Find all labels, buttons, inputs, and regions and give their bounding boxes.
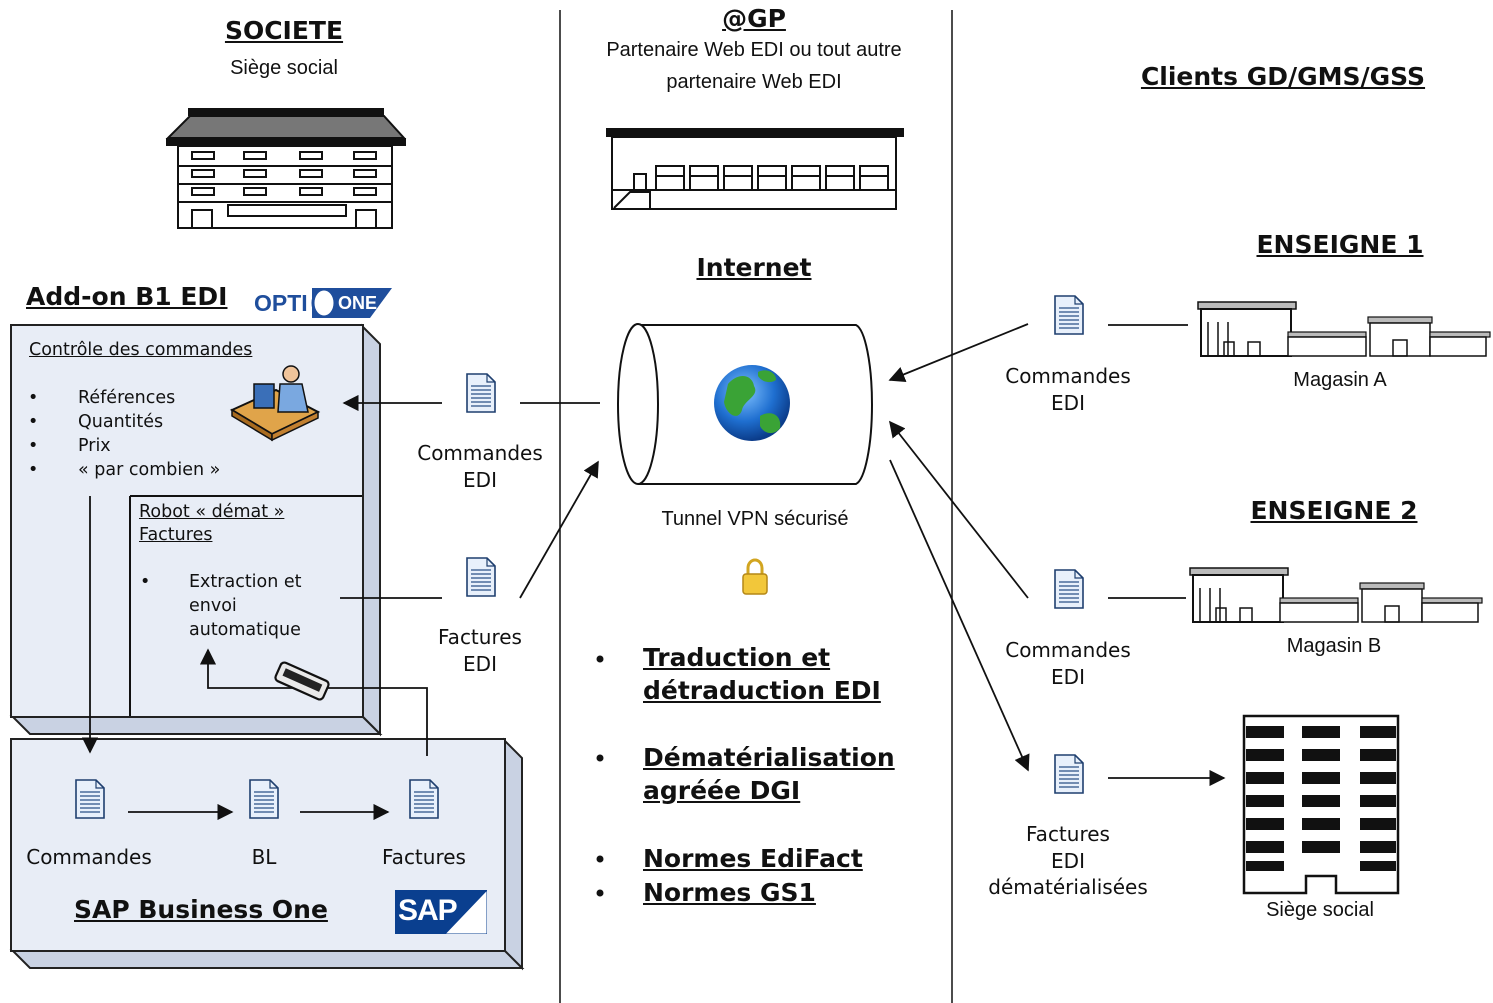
- company-building-icon: [165, 108, 407, 229]
- edi-invoice-label-line1: Factures: [438, 625, 522, 649]
- gp-title: @GP: [722, 4, 786, 33]
- robot-title-line2: Factures: [139, 525, 213, 545]
- robot-item-line1: Extraction et: [189, 572, 302, 592]
- controle-item: •Références: [28, 388, 176, 408]
- padlock-icon: [742, 558, 768, 595]
- addon-title: Add-on B1 EDI: [26, 282, 228, 311]
- user-desk-icon: [229, 365, 321, 442]
- sap-doc-factures-label: Factures: [382, 845, 466, 869]
- controle-item: •« par combien »: [28, 460, 221, 480]
- gp-subtitle-line1: Partenaire Web EDI ou tout autre: [606, 39, 902, 61]
- feature-translation-line1: Traduction et: [643, 643, 831, 672]
- router-icon: [274, 661, 330, 701]
- client-order-b-line1: Commandes: [1005, 638, 1131, 662]
- feature-demat-line1: Dématérialisation: [643, 743, 895, 772]
- warehouse-icon: [606, 128, 904, 210]
- societe-subtitle: Siège social: [230, 57, 338, 79]
- edi-invoice-label-line2: EDI: [463, 652, 497, 676]
- client-order-a-line1: Commandes: [1005, 364, 1131, 388]
- client-invoice-line3: dématérialisées: [988, 875, 1148, 899]
- enseigne1-title: ENSEIGNE 1: [1256, 230, 1424, 259]
- store-b-icon: [1189, 567, 1483, 623]
- sap-doc-commandes-icon: [75, 779, 105, 819]
- sap-logo-text: SAP: [398, 894, 458, 927]
- client-order-doc-icon-b: [1054, 569, 1084, 609]
- clients-title: Clients GD/GMS/GSS: [1140, 62, 1426, 91]
- client-order-doc-icon-a: [1054, 295, 1084, 335]
- feature-gs1: Normes GS1: [643, 878, 816, 907]
- addon-panel: [10, 324, 364, 718]
- internet-title: Internet: [696, 253, 812, 282]
- optione-logo: OPTI ONE: [252, 288, 392, 318]
- client-invoice-line2: EDI: [1051, 849, 1085, 873]
- client-invoice-line1: Factures: [1026, 822, 1110, 846]
- robot-item-line3: automatique: [189, 620, 301, 640]
- controle-item: •Prix: [28, 436, 111, 456]
- robot-title-line1: Robot « démat »: [139, 502, 285, 522]
- edi-order-label-line2: EDI: [463, 468, 497, 492]
- enseigne2-title: ENSEIGNE 2: [1250, 496, 1418, 525]
- sap-logo: SAP: [395, 890, 487, 934]
- robot-bullet: •: [140, 572, 151, 592]
- sap-doc-bl-icon: [249, 779, 279, 819]
- feature-edifact: Normes EdiFact: [643, 844, 863, 873]
- gp-subtitle-line2: partenaire Web EDI: [666, 71, 842, 93]
- client-order-a-line2: EDI: [1051, 391, 1085, 415]
- optione-logo-text: OPTI: [254, 290, 308, 316]
- optione-logo-text2: ONE: [338, 293, 378, 313]
- sap-title: SAP Business One: [74, 895, 328, 924]
- store-a-icon: [1197, 301, 1491, 357]
- sap-doc-bl-label: BL: [251, 845, 277, 869]
- feature-translation-line2: détraduction EDI: [643, 676, 881, 705]
- client-invoice-doc-icon: [1054, 754, 1084, 794]
- tunnel-label: Tunnel VPN sécurisé: [661, 508, 849, 530]
- sap-panel-bevel: [9, 737, 525, 971]
- edi-invoice-doc-icon: [466, 557, 496, 597]
- feature-demat-line2: agréée DGI: [643, 776, 801, 805]
- edi-order-doc-icon: [466, 373, 496, 413]
- feature-bullets: [596, 655, 604, 897]
- controle-item: •Quantités: [28, 412, 164, 432]
- controle-list: •Références •Quantités •Prix •« par comb…: [28, 386, 248, 482]
- sap-doc-factures-icon: [409, 779, 439, 819]
- client-order-b-line2: EDI: [1051, 665, 1085, 689]
- robot-item-line2: envoi: [189, 596, 237, 616]
- client-headquarters-icon: [1242, 714, 1400, 895]
- controle-title: Contrôle des commandes: [29, 340, 253, 360]
- store-a-label: Magasin A: [1293, 369, 1387, 391]
- societe-title: SOCIETE: [224, 16, 344, 45]
- sap-doc-commandes-label: Commandes: [26, 845, 152, 869]
- edi-order-label-line1: Commandes: [417, 441, 543, 465]
- client-hq-label: Siège social: [1266, 899, 1374, 921]
- store-b-label: Magasin B: [1286, 635, 1382, 657]
- globe-icon: [714, 365, 790, 441]
